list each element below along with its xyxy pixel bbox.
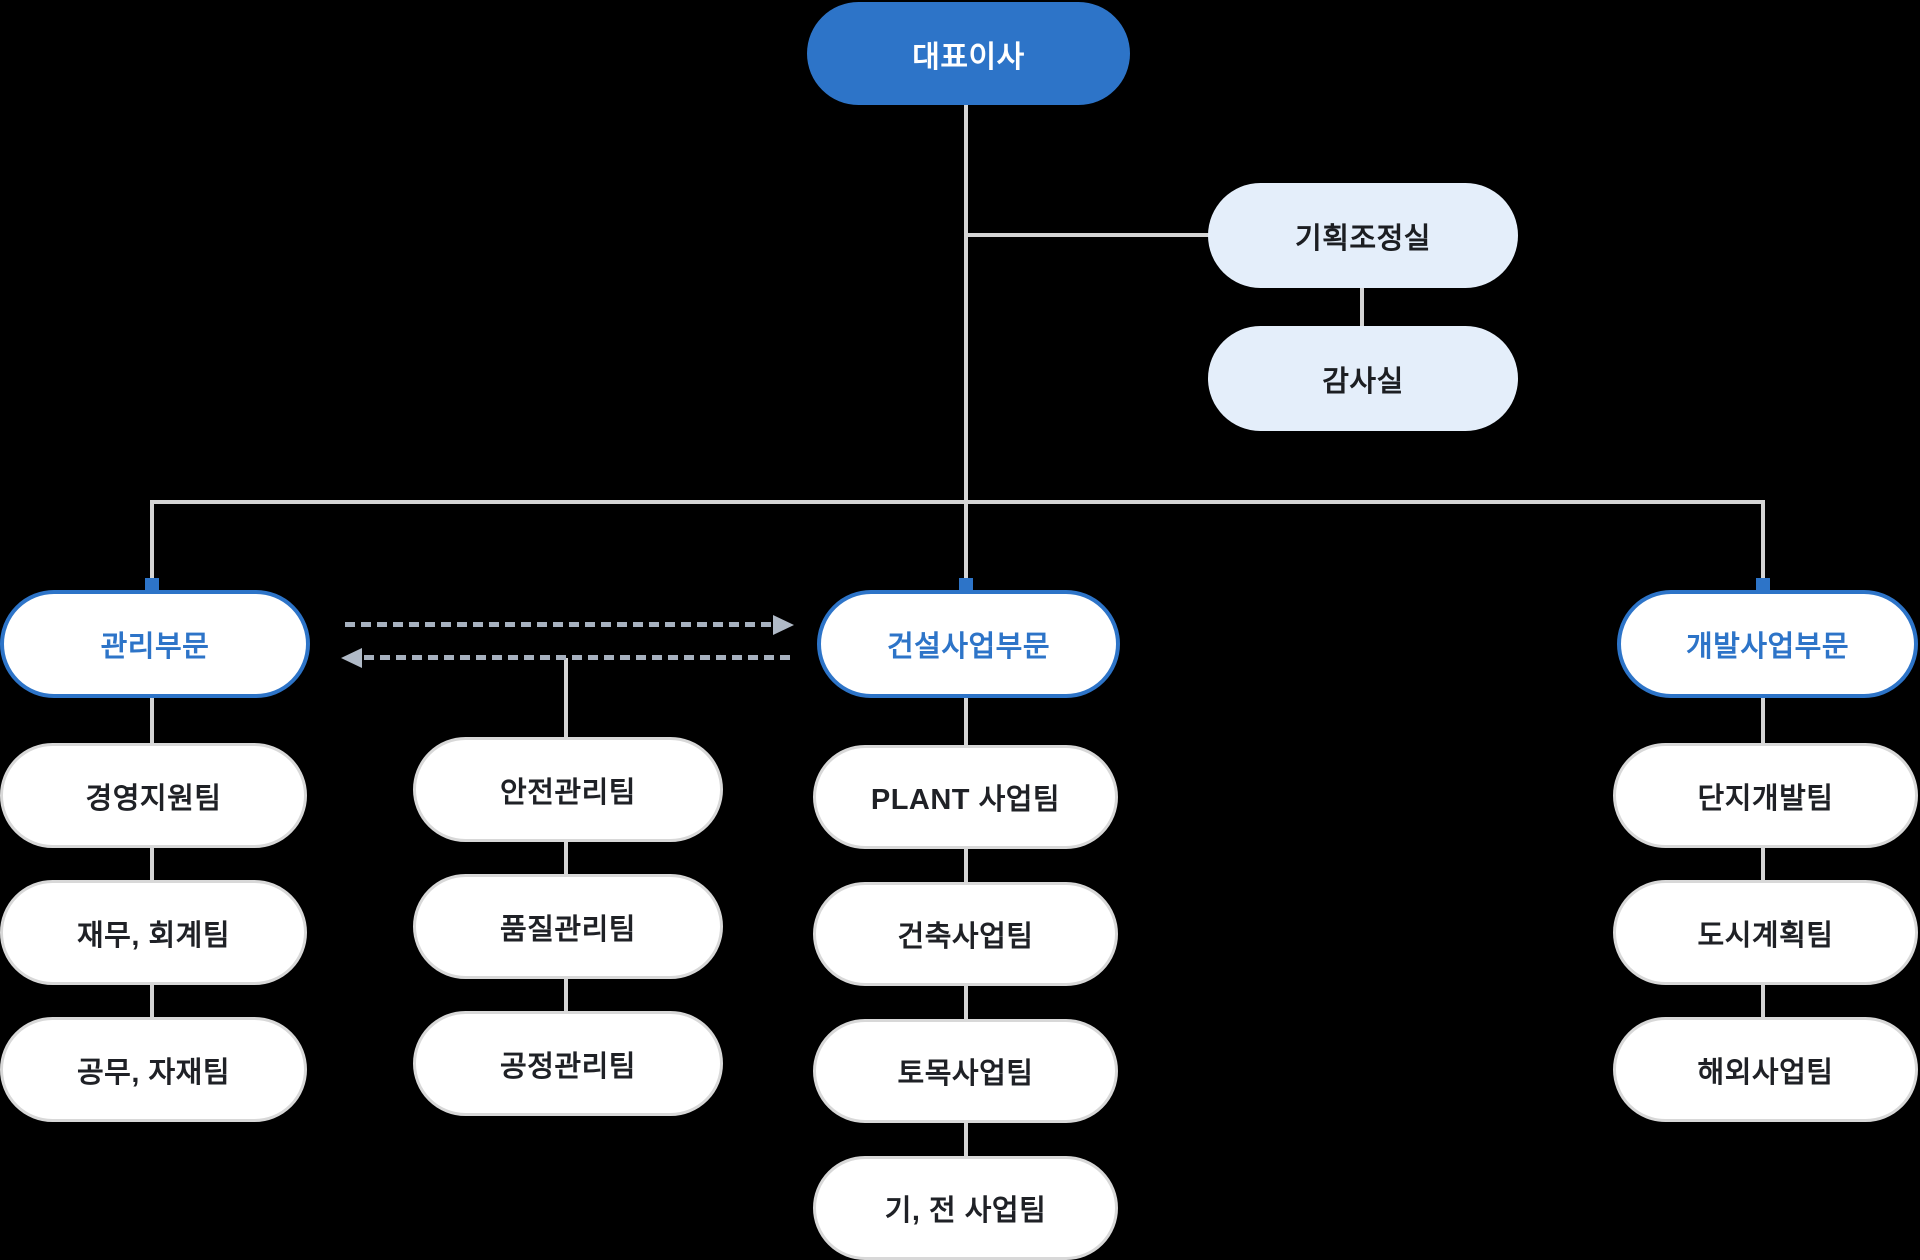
connector-planning-audit — [1360, 287, 1364, 327]
node-team-management-support: 경영지원팀 — [0, 743, 307, 848]
connection-tab-construction — [959, 578, 973, 590]
node-division-development: 개발사업부문 — [1617, 590, 1918, 698]
arrow-left-icon — [341, 648, 362, 668]
connector-drop-management — [150, 502, 154, 582]
connector-planning-branch — [966, 233, 1212, 237]
node-team-plant-business: PLANT 사업팀 — [813, 745, 1118, 849]
connector-distribution-bar — [150, 500, 1765, 504]
node-audit-office: 감사실 — [1208, 326, 1518, 431]
node-division-management: 관리부문 — [0, 590, 310, 698]
node-team-finance-accounting: 재무, 회계팀 — [0, 880, 307, 985]
node-team-building-business: 건축사업팀 — [813, 882, 1118, 986]
node-division-construction: 건설사업부문 — [817, 590, 1120, 698]
node-team-quality-management: 품질관리팀 — [413, 874, 723, 979]
node-planning-office: 기획조정실 — [1208, 183, 1518, 288]
connector-spine-cross-teams — [564, 658, 568, 1068]
node-ceo: 대표이사 — [807, 2, 1130, 105]
node-team-urban-planning: 도시계획팀 — [1613, 880, 1918, 985]
connector-ceo-trunk — [964, 104, 968, 582]
connection-tab-management — [145, 578, 159, 590]
node-team-overseas-business: 해외사업팀 — [1613, 1017, 1918, 1122]
connector-drop-development — [1761, 502, 1765, 582]
connection-tab-development — [1756, 578, 1770, 590]
node-team-process-management: 공정관리팀 — [413, 1011, 723, 1116]
node-team-public-materials: 공무, 자재팀 — [0, 1017, 307, 1122]
dashed-line-left — [364, 655, 790, 660]
node-team-mech-elec-business: 기, 전 사업팀 — [813, 1156, 1118, 1260]
dashed-line-right — [345, 622, 775, 627]
node-team-safety-management: 안전관리팀 — [413, 737, 723, 842]
arrow-right-icon — [773, 615, 794, 635]
node-team-civil-business: 토목사업팀 — [813, 1019, 1118, 1123]
node-team-complex-development: 단지개발팀 — [1613, 743, 1918, 848]
